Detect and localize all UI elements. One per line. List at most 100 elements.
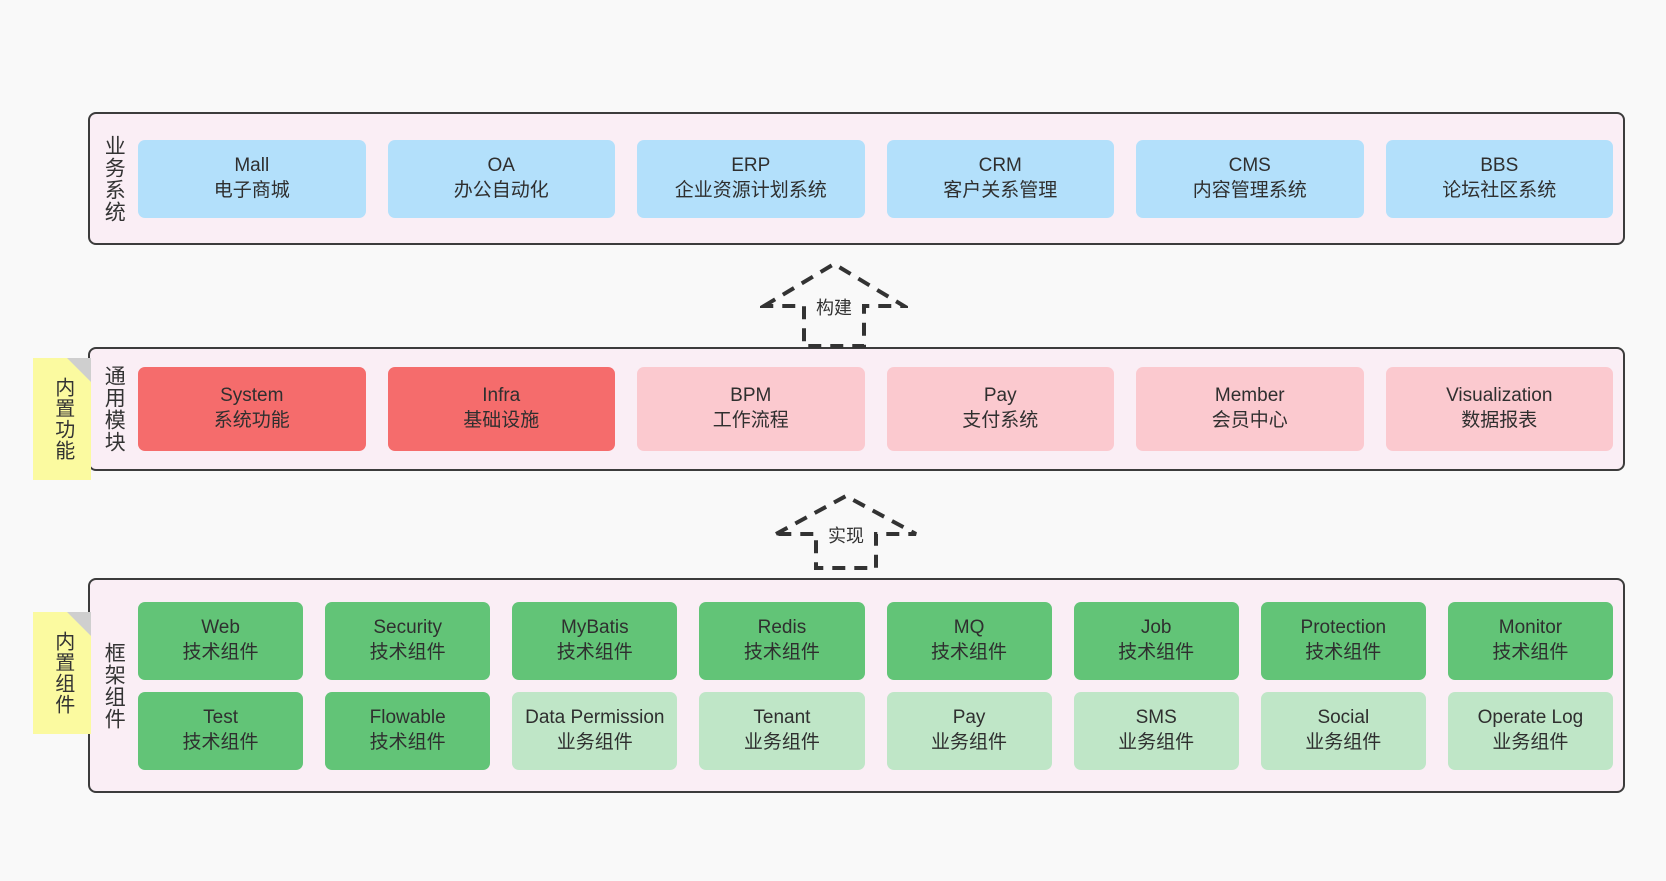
- card-title: Redis: [757, 616, 807, 638]
- card-subtitle: 论坛社区系统: [1442, 179, 1557, 201]
- card-subtitle: 技术组件: [931, 641, 1008, 663]
- card-title: BPM: [730, 385, 772, 407]
- card-title: MQ: [953, 616, 985, 638]
- card-operate-log[interactable]: Operate Log 业务组件: [1447, 691, 1613, 770]
- card-title: Protection: [1300, 616, 1387, 638]
- layer-business-system: 业务系统 Mall 电子商城 OA 办公自动化 ERP 企业资源计划系统 CRM…: [88, 112, 1625, 245]
- layer-row: Test 技术组件 Flowable 技术组件 Data Permission …: [138, 691, 1613, 770]
- card-pay-component[interactable]: Pay 业务组件: [886, 691, 1052, 770]
- card-data-permission[interactable]: Data Permission 业务组件: [512, 691, 678, 770]
- layer-row: Web 技术组件 Security 技术组件 MyBatis 技术组件 Redi…: [138, 601, 1613, 680]
- card-subtitle: 办公自动化: [453, 179, 549, 201]
- card-crm[interactable]: CRM 客户关系管理: [886, 139, 1114, 218]
- card-subtitle: 技术组件: [743, 641, 820, 663]
- card-mq[interactable]: MQ 技术组件: [886, 601, 1052, 680]
- card-subtitle: 基础设施: [463, 410, 540, 431]
- card-security[interactable]: Security 技术组件: [325, 601, 491, 680]
- layer-row: System 系统功能 Infra 基础设施 BPM 工作流程 Pay 支付系统…: [138, 367, 1613, 451]
- card-title: Web: [201, 616, 240, 638]
- layer-title-business: 业务系统: [102, 134, 126, 223]
- layer-body-common: System 系统功能 Infra 基础设施 BPM 工作流程 Pay 支付系统…: [136, 349, 1623, 469]
- layer-common-module: 通用模块 System 系统功能 Infra 基础设施 BPM 工作流程 Pay…: [88, 347, 1625, 471]
- layer-body-framework: Web 技术组件 Security 技术组件 MyBatis 技术组件 Redi…: [136, 580, 1623, 791]
- card-title: CMS: [1228, 154, 1271, 176]
- card-infra[interactable]: Infra 基础设施: [387, 367, 615, 451]
- card-title: Job: [1140, 616, 1172, 638]
- card-title: Social: [1317, 706, 1370, 728]
- card-title: Infra: [482, 385, 521, 407]
- layer-framework-component: 框架组件 Web 技术组件 Security 技术组件 MyBatis 技术组件…: [88, 578, 1625, 793]
- card-title: Tenant: [753, 706, 811, 728]
- card-sms[interactable]: SMS 业务组件: [1073, 691, 1239, 770]
- card-social[interactable]: Social 业务组件: [1260, 691, 1426, 770]
- card-subtitle: 数据报表: [1461, 410, 1538, 431]
- card-subtitle: 业务组件: [1492, 731, 1569, 753]
- card-title: Operate Log: [1477, 706, 1584, 728]
- card-subtitle: 客户关系管理: [943, 179, 1058, 201]
- card-title: Monitor: [1498, 616, 1563, 638]
- card-monitor[interactable]: Monitor 技术组件: [1447, 601, 1613, 680]
- card-tenant[interactable]: Tenant 业务组件: [699, 691, 865, 770]
- card-subtitle: 技术组件: [369, 731, 446, 753]
- arrow-build-shape: [756, 261, 912, 348]
- card-title: ERP: [731, 154, 771, 176]
- card-redis[interactable]: Redis 技术组件: [699, 601, 865, 680]
- card-subtitle: 技术组件: [182, 641, 259, 663]
- card-subtitle: 会员中心: [1211, 410, 1288, 431]
- card-title: BBS: [1480, 154, 1519, 176]
- card-subtitle: 技术组件: [1305, 641, 1382, 663]
- card-visualization[interactable]: Visualization 数据报表: [1385, 367, 1613, 451]
- card-erp[interactable]: ERP 企业资源计划系统: [637, 139, 865, 218]
- card-title: OA: [487, 154, 515, 176]
- arrow-implement-shape: [775, 493, 917, 570]
- card-title: System: [220, 385, 284, 407]
- card-cms[interactable]: CMS 内容管理系统: [1136, 139, 1364, 218]
- note-fold-corner: [67, 358, 91, 382]
- card-title: Data Permission: [525, 706, 665, 728]
- card-oa[interactable]: OA 办公自动化: [387, 139, 615, 218]
- card-member[interactable]: Member 会员中心: [1136, 367, 1364, 451]
- card-job[interactable]: Job 技术组件: [1073, 601, 1239, 680]
- layer-body-business: Mall 电子商城 OA 办公自动化 ERP 企业资源计划系统 CRM 客户关系…: [136, 114, 1623, 243]
- arrow-build: 构建: [756, 258, 912, 350]
- layer-title-framework: 框架组件: [102, 641, 126, 730]
- card-subtitle: 电子商城: [213, 179, 290, 201]
- card-test[interactable]: Test 技术组件: [138, 691, 304, 770]
- card-subtitle: 业务组件: [1118, 731, 1195, 753]
- card-flowable[interactable]: Flowable 技术组件: [325, 691, 491, 770]
- card-subtitle: 企业资源计划系统: [674, 179, 827, 201]
- card-bpm[interactable]: BPM 工作流程: [637, 367, 865, 451]
- card-protection[interactable]: Protection 技术组件: [1260, 601, 1426, 680]
- card-subtitle: 技术组件: [1492, 641, 1569, 663]
- card-title: MyBatis: [561, 616, 629, 638]
- card-title: Security: [373, 616, 442, 638]
- card-subtitle: 工作流程: [712, 410, 789, 431]
- note-fold-corner: [67, 612, 91, 636]
- card-web[interactable]: Web 技术组件: [138, 601, 304, 680]
- card-mybatis[interactable]: MyBatis 技术组件: [512, 601, 678, 680]
- card-mall[interactable]: Mall 电子商城: [138, 139, 366, 218]
- card-title: Mall: [234, 154, 270, 176]
- card-title: Test: [203, 706, 238, 728]
- note-label: 内置组件: [51, 631, 74, 715]
- card-subtitle: 技术组件: [1118, 641, 1195, 663]
- card-system[interactable]: System 系统功能: [138, 367, 366, 451]
- card-title: Flowable: [369, 706, 446, 728]
- card-title: Pay: [952, 706, 986, 728]
- card-title: Pay: [983, 385, 1017, 407]
- note-builtin-feature: 内置功能: [33, 358, 91, 480]
- card-title: Member: [1214, 385, 1285, 407]
- card-subtitle: 业务组件: [743, 731, 820, 753]
- card-subtitle: 业务组件: [556, 731, 633, 753]
- card-pay-module[interactable]: Pay 支付系统: [886, 367, 1114, 451]
- card-bbs[interactable]: BBS 论坛社区系统: [1385, 139, 1613, 218]
- card-title: SMS: [1135, 706, 1177, 728]
- note-builtin-component: 内置组件: [33, 612, 91, 734]
- card-subtitle: 业务组件: [1305, 731, 1382, 753]
- layer-title-common: 通用模块: [102, 365, 126, 453]
- card-title: CRM: [978, 154, 1022, 176]
- layer-row: Mall 电子商城 OA 办公自动化 ERP 企业资源计划系统 CRM 客户关系…: [138, 139, 1613, 218]
- card-subtitle: 系统功能: [213, 410, 290, 431]
- note-label: 内置功能: [51, 377, 74, 461]
